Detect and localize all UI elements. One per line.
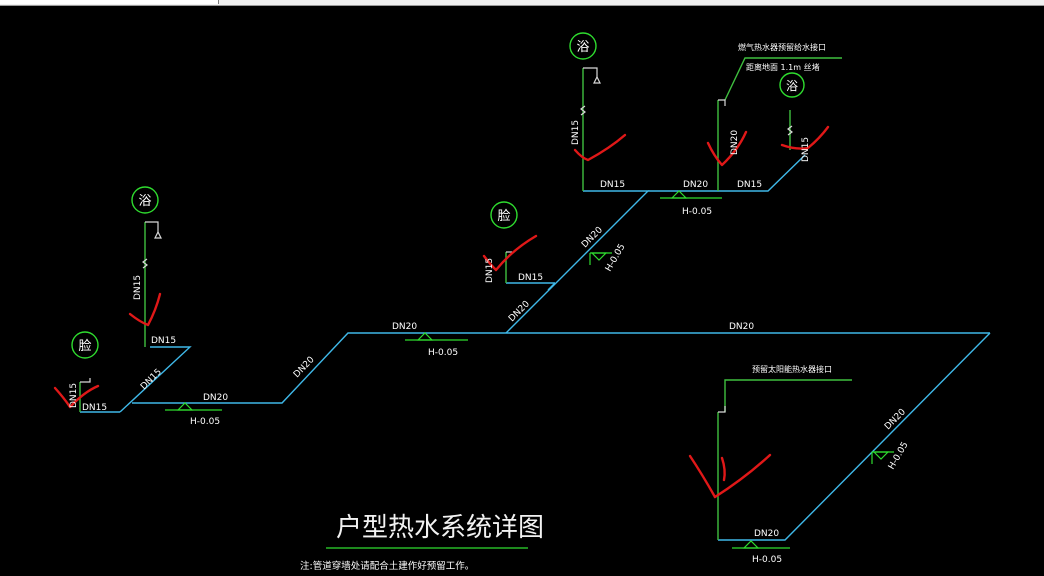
callout-solar-heater: 预留太阳能热水器接口 [752, 364, 832, 374]
pipe-label-left-branch: DN15 [151, 336, 176, 346]
pipe-label-basin-branch: DN15 [518, 273, 543, 283]
drawing-title: 户型热水系统详图 [336, 513, 544, 543]
pipe-label-left-diagonal: DN15 [139, 367, 164, 392]
riser-label-top-right-bath: DN15 [801, 137, 811, 162]
level-label-bottom: H-0.05 [752, 555, 782, 565]
tag-bath-top: 浴 [569, 32, 597, 60]
shower-head-top [583, 67, 598, 78]
pipe-mid-spur [547, 282, 556, 291]
riser-label-top-bath: DN15 [571, 120, 581, 145]
level-marker-bottom: H-0.05 [732, 540, 790, 565]
pipe-label-bottom-run: DN20 [754, 529, 779, 539]
markup-left-basin [53, 384, 100, 409]
pipe-label-lower-run: DN20 [203, 393, 228, 403]
tag-basin-left: 脸 [71, 331, 99, 359]
riser-label-gas-heater: DN20 [730, 130, 740, 155]
level-marker-diagonal-mid: H-0.05 [589, 242, 628, 274]
tag-basin-mid: 脸 [490, 201, 518, 229]
window-top-strip [0, 0, 1044, 6]
pipe-label-top-center: DN20 [683, 180, 708, 190]
level-marker-lower-left: H-0.05 [165, 402, 222, 427]
level-label-top: H-0.05 [682, 207, 712, 217]
faucet-left-basin [80, 378, 91, 383]
callout-leader-solar [724, 379, 852, 412]
fixture-details [80, 67, 793, 413]
shower-head-left [145, 221, 159, 232]
shower-head-left-triangle [154, 230, 162, 239]
pipe-upper-run [648, 154, 806, 192]
break-mark-top [580, 105, 586, 116]
fixture-tags: 浴 脸 脸 浴 浴 [71, 32, 805, 359]
level-label-lower-left: H-0.05 [190, 417, 220, 427]
svg-text:脸: 脸 [78, 339, 91, 354]
pipe-right-diagonal [718, 332, 991, 541]
pipe-label-center-run: DN20 [392, 322, 417, 332]
drawing-note: 注:管道穿墙处请配合土建作好预留工作。 [300, 560, 474, 572]
tag-bath-left: 浴 [131, 186, 159, 214]
pipe-mid-diagonal [505, 190, 650, 334]
svg-text:浴: 浴 [786, 79, 798, 93]
markup-gas-heater [706, 130, 748, 167]
level-label-center: H-0.05 [428, 348, 458, 358]
svg-text:浴: 浴 [138, 194, 151, 209]
markup-solar-mid [720, 456, 726, 482]
level-label-diagonal-right: H-0.05 [887, 440, 911, 471]
markup-left-bath [128, 292, 162, 327]
markup-solar-left [688, 454, 717, 499]
svg-text:脸: 脸 [497, 209, 510, 224]
level-marker-diagonal-right: H-0.05 [871, 440, 911, 472]
pipe-size-labels: DN15 DN15 DN15 DN15 DN15 DN20 DN20 DN20 … [69, 120, 908, 539]
svg-text:浴: 浴 [576, 40, 589, 55]
red-markups [53, 125, 830, 499]
main-pipe-network [80, 154, 991, 541]
callout-gas-heater: 燃气热水器预留给水接口 [738, 42, 826, 52]
document-tab[interactable] [0, 0, 219, 4]
tag-bath-top-right: 浴 [779, 72, 805, 98]
valve-gas-heater [718, 99, 726, 106]
pipe-left-branch [119, 346, 192, 413]
markup-top-bath [573, 133, 627, 162]
valve-solar-heater [718, 406, 726, 413]
markup-top-right-bath [780, 125, 830, 150]
pipe-label-left-dn15: DN15 [82, 403, 107, 413]
callout-height: 距离地面 1.1m 丝堵 [746, 62, 820, 72]
break-mark-left [142, 258, 148, 269]
pipe-label-top-left: DN15 [600, 180, 625, 190]
riser-label-mid-basin: DN15 [485, 258, 495, 283]
level-markers: H-0.05 H-0.05 H-0.05 H-0.05 H-0.05 H [165, 190, 911, 565]
pipe-lower-left-run [132, 332, 990, 404]
level-marker-top: H-0.05 [660, 190, 722, 217]
pipe-label-top-right: DN15 [737, 180, 762, 190]
break-mark-right [787, 125, 793, 136]
shower-head-top-triangle [593, 75, 601, 84]
riser-label-left-basin: DN15 [69, 383, 79, 408]
level-label-diagonal-mid: H-0.05 [604, 242, 628, 273]
pipe-label-right-run: DN20 [729, 322, 754, 332]
callout-leader-gas [724, 57, 842, 101]
markup-mid-basin [482, 234, 538, 272]
pipe-label-rising-diagonal: DN20 [292, 355, 317, 380]
markup-solar-right [713, 453, 772, 499]
callouts: 燃气热水器预留给水接口 距离地面 1.1m 丝堵 预留太阳能热水器接口 [738, 42, 832, 374]
level-marker-center: H-0.05 [405, 332, 468, 358]
riser-label-left-bath: DN15 [133, 275, 143, 300]
risers [79, 57, 852, 540]
